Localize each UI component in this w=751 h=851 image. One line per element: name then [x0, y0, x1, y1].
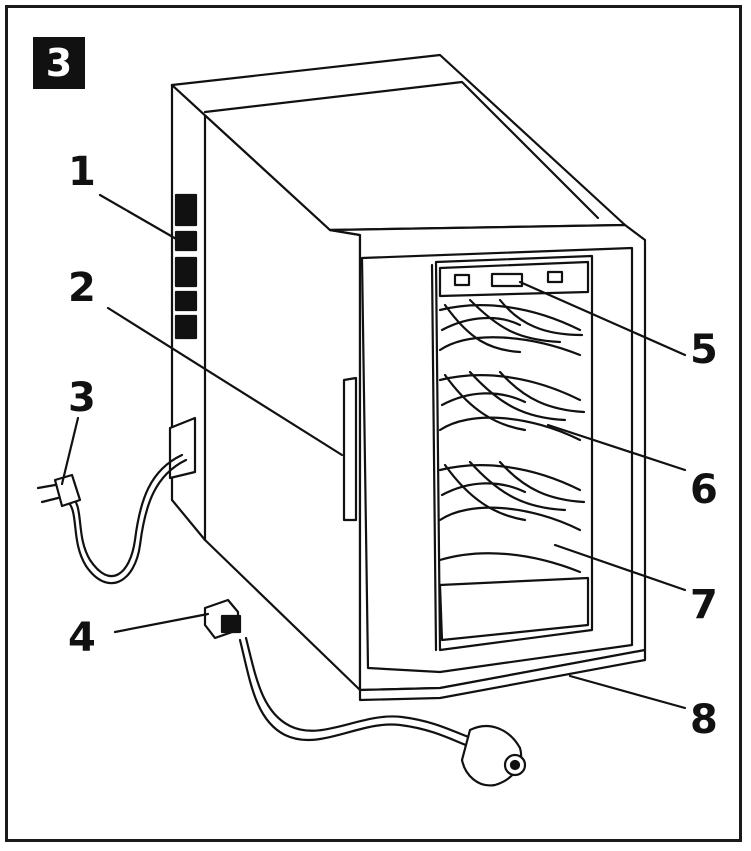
- leader-3: [60, 416, 80, 486]
- figure-number-badge: 3: [33, 37, 85, 89]
- power-socket: [168, 416, 197, 480]
- leader-2: [106, 306, 344, 457]
- callout-5: 5: [690, 327, 718, 373]
- leader-5: [518, 280, 687, 357]
- callout-3: 3: [68, 375, 96, 421]
- ac-plug-pin-2: [40, 496, 60, 504]
- callout-8: 8: [690, 697, 718, 743]
- ac-power-cord: [68, 453, 184, 578]
- vent-slot-5: [174, 314, 198, 340]
- vent-slot-4: [174, 290, 198, 312]
- leader-1: [98, 193, 180, 242]
- callout-2: 2: [68, 265, 96, 311]
- door-outer: [360, 246, 634, 674]
- ac-plug-body: [53, 473, 82, 508]
- bottom-tray: [438, 576, 590, 642]
- door-glass: [434, 254, 594, 652]
- cabinet-back-edge: [170, 83, 207, 542]
- wine-rack-bottom: [438, 460, 586, 574]
- wine-rack-middle: [438, 370, 586, 442]
- base-plinth: [358, 648, 647, 702]
- display-button-a: [453, 273, 471, 287]
- leader-7: [553, 543, 687, 592]
- ac-plug-pin-1: [36, 483, 57, 490]
- dc-connector-band: [220, 614, 242, 634]
- wine-rack-top: [438, 298, 584, 357]
- callout-7: 7: [690, 582, 718, 628]
- vent-slot-3: [174, 256, 198, 288]
- callout-4: 4: [68, 615, 96, 661]
- display-button-b: [490, 272, 524, 288]
- callout-1: 1: [68, 149, 96, 195]
- dc-car-cord: [238, 638, 482, 752]
- vent-slot-1: [174, 193, 198, 227]
- callout-6: 6: [690, 467, 718, 513]
- leader-4: [113, 612, 210, 634]
- door-handle: [342, 376, 358, 522]
- vent-slot-2: [174, 230, 198, 252]
- display-button-c: [546, 270, 564, 284]
- display-panel: [438, 260, 590, 298]
- leader-6: [546, 423, 687, 472]
- leader-8: [568, 674, 687, 710]
